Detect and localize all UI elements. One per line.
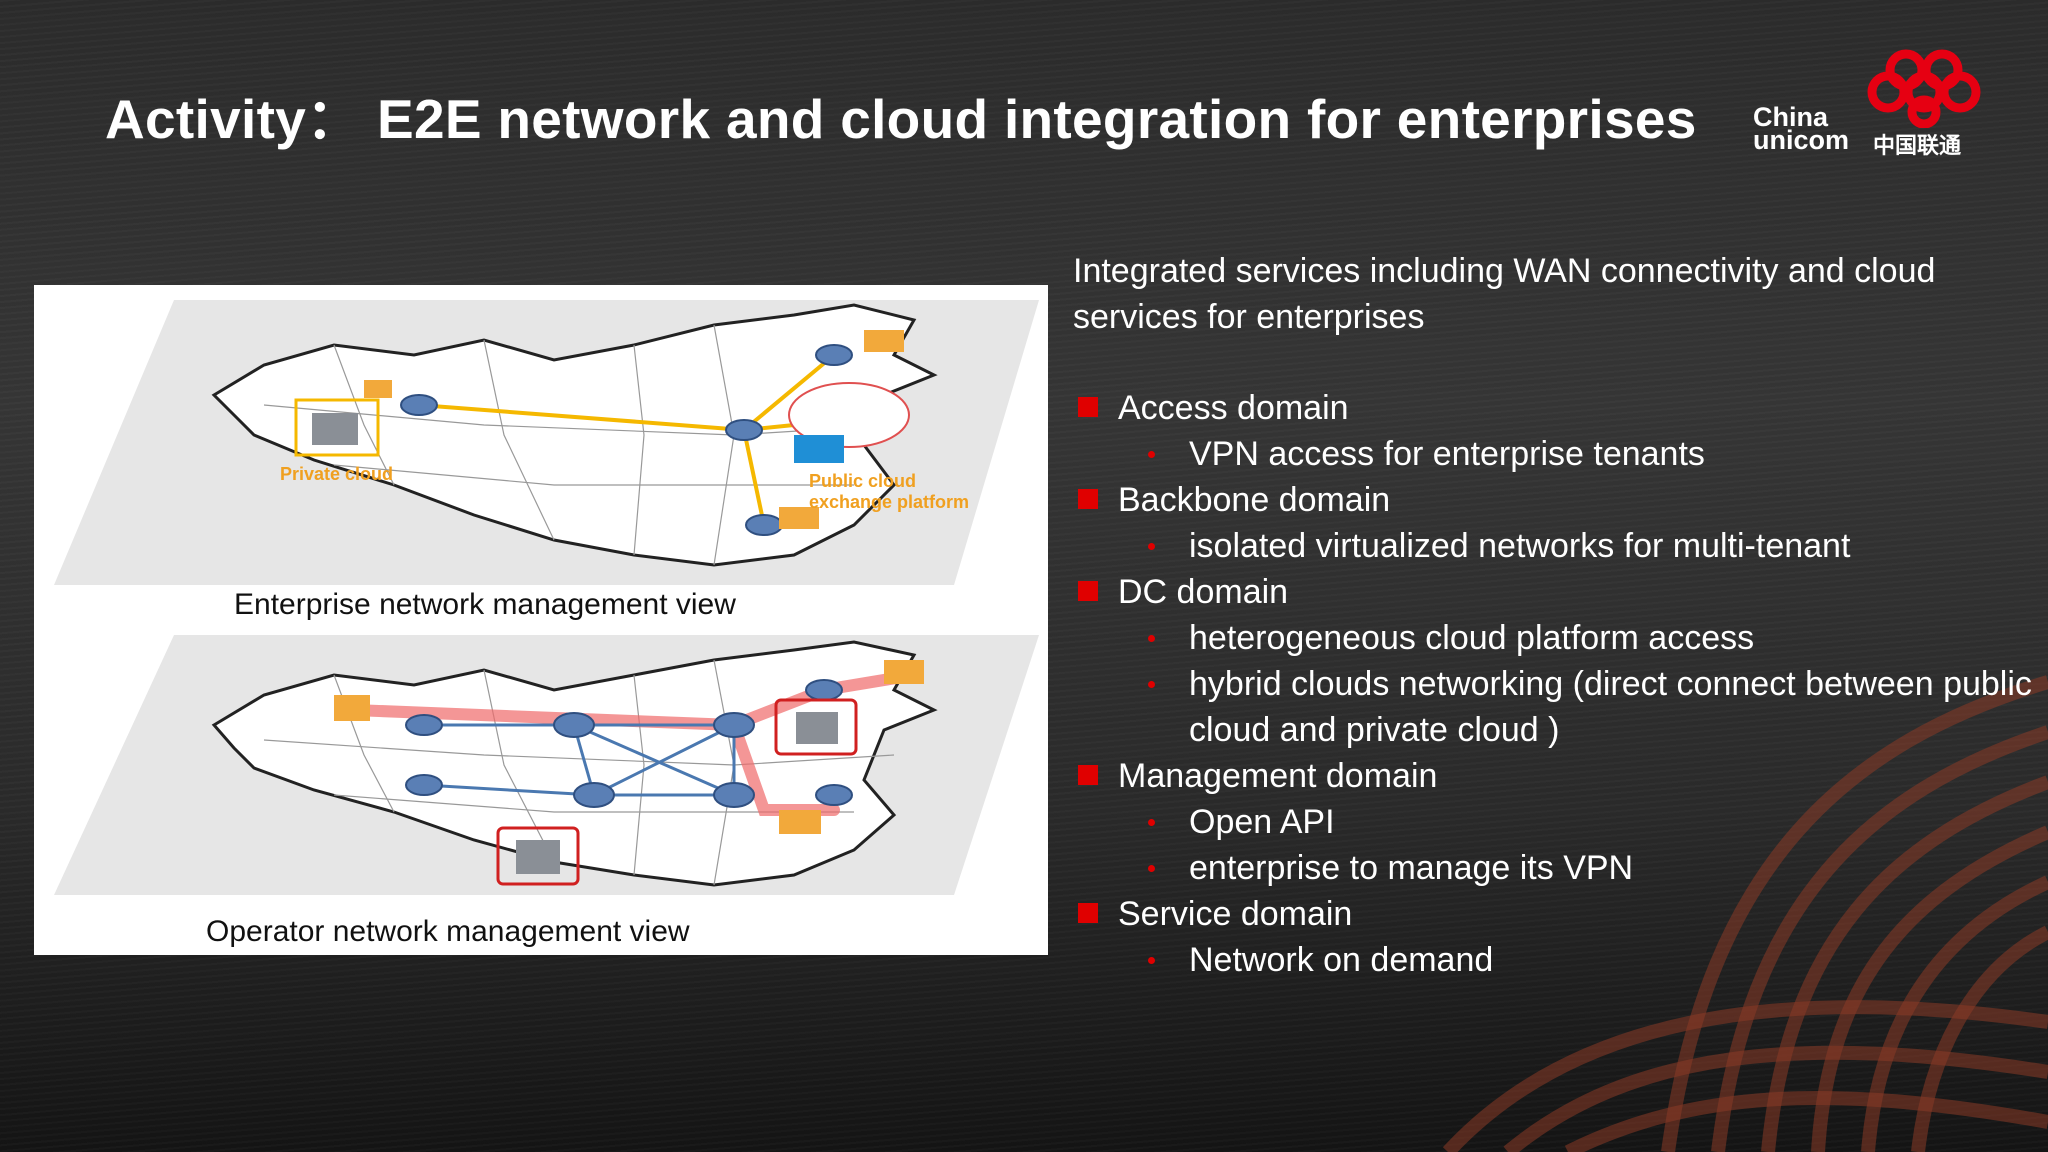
sub-bullet: Open API <box>1073 799 2033 845</box>
intro-text: Integrated services including WAN connec… <box>1073 252 1936 336</box>
sub-bullet: enterprise to manage its VPN <box>1073 845 2033 891</box>
router-icon <box>405 714 443 736</box>
bullet-backbone-domain: Backbone domain <box>1073 477 2033 523</box>
public-cloud-label: Public cloud <box>809 471 916 491</box>
router-icon <box>725 419 763 441</box>
server-icon <box>796 712 838 744</box>
logo-text-unicom: unicom <box>1753 125 1850 155</box>
red-dot-bullet-icon <box>1148 957 1155 964</box>
enterprise-router-nodes <box>400 344 853 536</box>
enterprise-network-map: Private cloud Public cloud exchange plat… <box>54 300 1039 585</box>
router-icon <box>713 782 755 808</box>
red-square-bullet-icon <box>1078 489 1098 509</box>
operator-china-outline <box>211 640 938 887</box>
router-icon <box>405 774 443 796</box>
router-icon <box>815 784 853 806</box>
logo-text-china: China <box>1753 102 1829 132</box>
azure-cloud-icon <box>794 435 844 463</box>
datacenter-icon <box>779 507 819 529</box>
red-square-bullet-icon <box>1078 397 1098 417</box>
public-cloud-icon <box>788 382 910 448</box>
domain-bullet-list: Access domain VPN access for enterprise … <box>1073 385 2033 983</box>
router-icon <box>713 712 755 738</box>
sub-bullet: Network on demand <box>1073 937 2033 983</box>
private-cloud-label: Private cloud <box>280 464 393 484</box>
background-knot-pattern <box>1442 675 2048 1152</box>
network-views-figure: Private cloud Public cloud exchange plat… <box>34 285 1048 955</box>
sub-bullet: hybrid clouds networking (direct connect… <box>1073 661 2033 753</box>
bullet-service-domain: Service domain <box>1073 891 2033 937</box>
operator-view-caption: Operator network management view <box>206 915 690 948</box>
sub-bullet: heterogeneous cloud platform access <box>1073 615 2033 661</box>
operator-router-nodes <box>405 679 853 808</box>
router-icon <box>400 394 438 416</box>
private-cloud-highlight <box>294 398 380 457</box>
red-square-bullet-icon <box>1078 765 1098 785</box>
logo-text-chinese: 中国联通 <box>1873 133 1962 158</box>
china-unicom-logo: China unicom 中国联通 <box>1748 46 2008 158</box>
router-icon <box>805 679 843 701</box>
datacenter-icon <box>334 695 370 721</box>
exchange-platform-label: exchange platform <box>809 492 969 512</box>
red-dot-bullet-icon <box>1148 819 1155 826</box>
datacenter-highlight <box>774 698 858 756</box>
router-icon <box>745 514 783 536</box>
enterprise-view-caption: Enterprise network management view <box>234 588 736 621</box>
datacenter-icon <box>864 330 904 352</box>
bullet-management-domain: Management domain <box>1073 753 2033 799</box>
sub-bullet: isolated virtualized networks for multi-… <box>1073 523 2033 569</box>
red-dot-bullet-icon <box>1148 865 1155 872</box>
datacenter-icon <box>364 380 392 398</box>
red-dot-bullet-icon <box>1148 681 1155 688</box>
private-cloud-highlight <box>496 826 580 886</box>
router-icon <box>573 782 615 808</box>
bullet-dc-domain: DC domain <box>1073 569 2033 615</box>
datacenter-icon <box>779 810 821 834</box>
unicom-knot-icon <box>1867 49 1981 128</box>
private-cloud-server-icon <box>516 840 560 874</box>
private-cloud-server-icon <box>312 413 358 445</box>
router-icon <box>553 712 595 738</box>
router-icon <box>815 344 853 366</box>
red-dot-bullet-icon <box>1148 635 1155 642</box>
red-dot-bullet-icon <box>1148 451 1155 458</box>
slide-title: Activity： E2E network and cloud integrat… <box>105 88 1697 150</box>
red-dot-bullet-icon <box>1148 543 1155 550</box>
operator-province-lines <box>263 659 895 886</box>
datacenter-icon <box>884 660 924 684</box>
operator-network-map <box>54 635 1039 895</box>
bullet-access-domain: Access domain <box>1073 385 2033 431</box>
sub-bullet: VPN access for enterprise tenants <box>1073 431 2033 477</box>
red-square-bullet-icon <box>1078 903 1098 923</box>
red-square-bullet-icon <box>1078 581 1098 601</box>
